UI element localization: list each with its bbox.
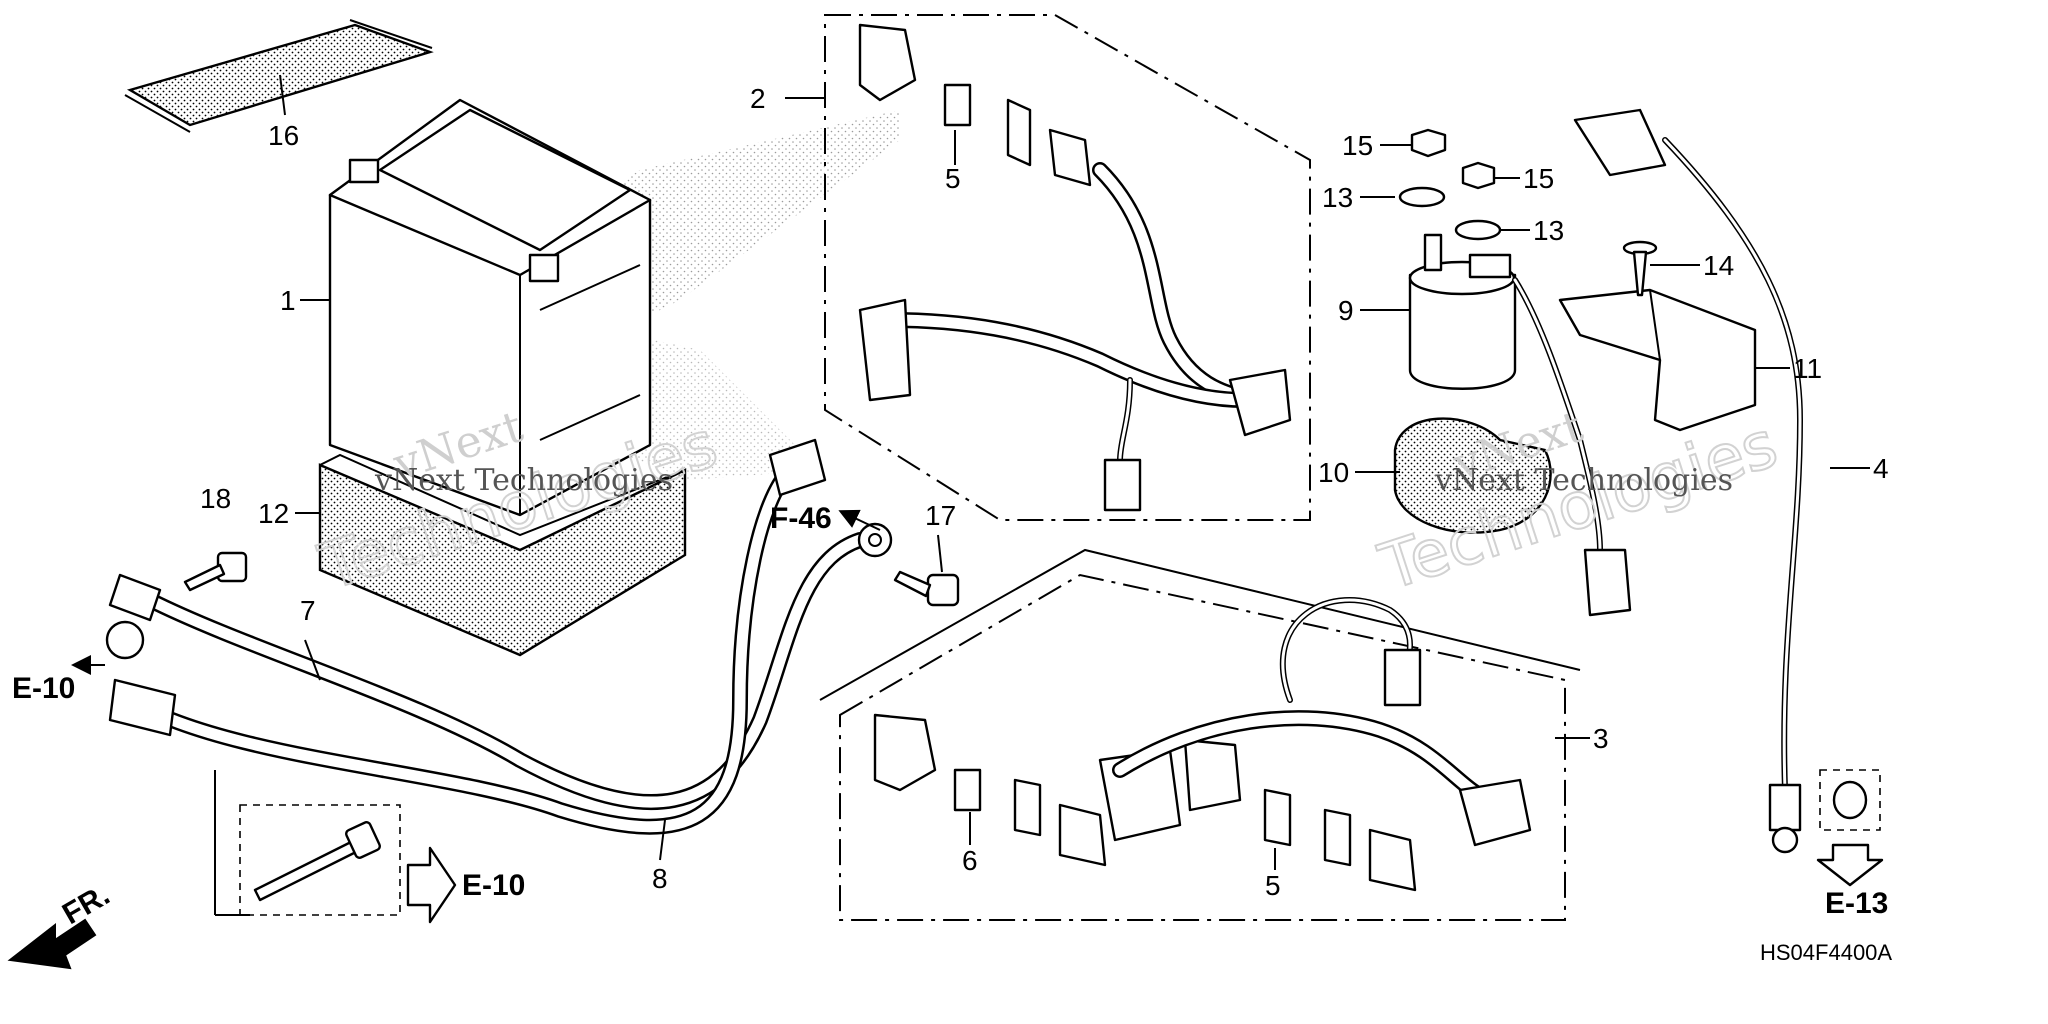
- battery-cable-7: [105, 522, 893, 811]
- callout-15-right: 15: [1523, 163, 1554, 194]
- ref-e13: E-13: [1825, 887, 1888, 920]
- callout-4: 4: [1873, 453, 1889, 484]
- svg-text:vNext Technologies: vNext Technologies: [1434, 463, 1733, 498]
- grommet-e13: [1816, 769, 1884, 887]
- callout-7: 7: [300, 595, 316, 626]
- screw-14: [1622, 240, 1658, 297]
- callout-8: 8: [652, 863, 668, 894]
- callout-11: 11: [1793, 353, 1822, 384]
- leader-lines: [71, 97, 1870, 870]
- harness-3-box: [819, 548, 1581, 921]
- drawing-code: HS04F4400A: [1760, 940, 1892, 965]
- ref-front: FR.: [57, 878, 115, 931]
- washer-13-upper: [1398, 186, 1446, 208]
- relay-bracket: [1558, 288, 1757, 432]
- callout-16: 16: [268, 120, 299, 151]
- callout-1: 1: [280, 285, 296, 316]
- front-arrow-icon: [7, 918, 97, 970]
- e10-bottom-arrow: [406, 846, 457, 924]
- callout-2: 2: [750, 83, 766, 114]
- ref-f46: F-46: [770, 502, 832, 535]
- callout-12: 12: [258, 498, 289, 529]
- harness-2: [858, 23, 1292, 512]
- bolt-17: [893, 570, 960, 607]
- callout-10: 10: [1318, 457, 1349, 488]
- cable-4: [1573, 108, 1804, 854]
- callout-13-left: 13: [1322, 182, 1353, 213]
- harness-3: [873, 597, 1532, 892]
- callout-15-left: 15: [1342, 130, 1373, 161]
- starter-relay: [1408, 233, 1632, 617]
- callout-5-upper: 5: [945, 163, 961, 194]
- battery-strap: [124, 19, 434, 133]
- battery-pad: [318, 453, 687, 657]
- ref-e10-left: E-10: [12, 672, 75, 705]
- nut-15-upper: [1410, 128, 1447, 158]
- nut-15-right: [1461, 161, 1496, 190]
- callout-18: 18: [200, 483, 231, 514]
- callout-5-lower: 5: [1265, 870, 1281, 901]
- callout-14: 14: [1703, 250, 1734, 281]
- washer-13-right: [1454, 219, 1502, 241]
- battery: [328, 98, 652, 517]
- callout-17: 17: [925, 500, 956, 531]
- svg-text:vNext Technologies: vNext Technologies: [374, 463, 673, 498]
- harness-2-box: [824, 14, 1311, 521]
- ref-e10-bottom: E-10: [462, 869, 525, 902]
- callout-13-right: 13: [1533, 215, 1564, 246]
- callout-9: 9: [1338, 295, 1354, 326]
- callout-labels: 1 2 3 4 5 5 6 7 8 9 10 11 12 13 13 14 15…: [200, 83, 1889, 901]
- long-bolt: [239, 804, 401, 916]
- callout-3: 3: [1593, 723, 1609, 754]
- callout-6: 6: [962, 845, 978, 876]
- relay-cover: [1393, 417, 1552, 534]
- bolt-18: [183, 551, 248, 592]
